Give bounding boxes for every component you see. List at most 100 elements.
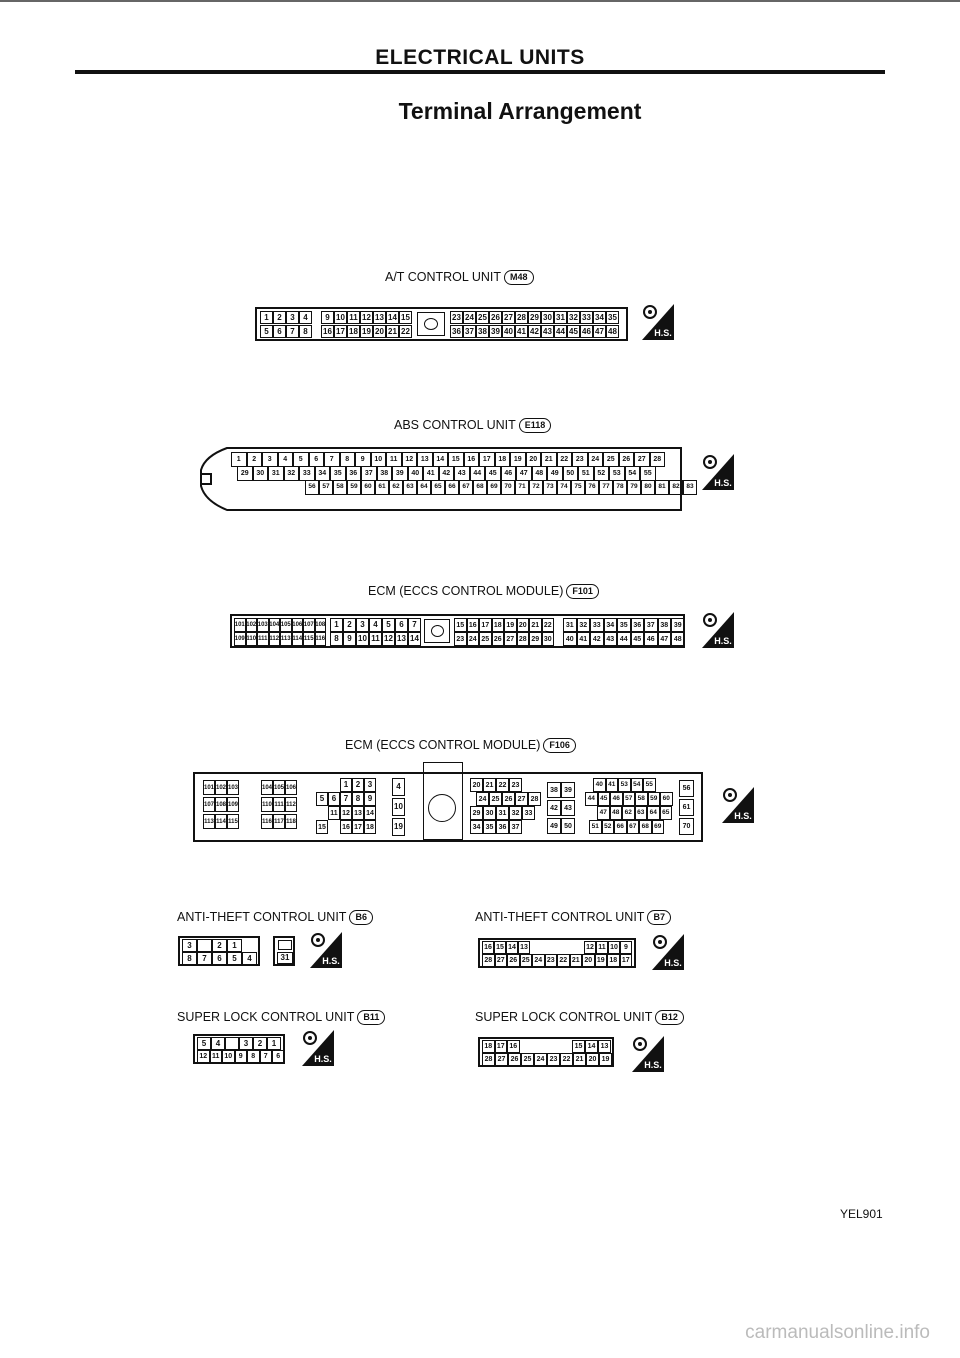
terminal-25: 25 [479, 632, 492, 646]
terminal-24: 24 [534, 1053, 547, 1066]
terminal-12: 12 [401, 452, 417, 467]
terminal-19: 19 [599, 1053, 612, 1066]
terminal-20: 20 [586, 1053, 599, 1066]
terminal-17: 17 [352, 820, 364, 834]
terminal-36: 36 [345, 466, 361, 481]
terminal-54: 54 [624, 466, 640, 481]
terminal-10: 10 [222, 1050, 235, 1063]
terminal-27: 27 [634, 452, 650, 467]
hs-label: H.S. [654, 328, 672, 338]
terminal-23: 23 [547, 1053, 560, 1066]
terminal-28: 28 [515, 311, 528, 324]
terminal-35: 35 [330, 466, 346, 481]
terminal-53: 53 [609, 466, 625, 481]
terminal-6: 6 [272, 1050, 285, 1063]
terminal-48: 48 [606, 325, 619, 338]
terminal-7: 7 [340, 792, 352, 806]
terminal-112: 112 [285, 797, 297, 812]
terminal-75: 75 [571, 480, 585, 495]
terminal-47: 47 [657, 632, 671, 646]
terminal-35: 35 [483, 820, 496, 834]
terminal-61: 61 [679, 799, 694, 816]
terminal-21: 21 [386, 325, 399, 338]
terminal-20: 20 [516, 618, 529, 632]
terminal-3: 3 [239, 1037, 253, 1050]
terminal-42: 42 [438, 466, 454, 481]
terminal-33: 33 [590, 618, 604, 632]
terminal-65: 65 [431, 480, 445, 495]
terminal-114: 114 [291, 632, 303, 646]
hs-label: H.S. [714, 478, 732, 488]
center-key-hole [424, 318, 438, 330]
terminal-35: 35 [606, 311, 619, 324]
terminal-60: 60 [660, 792, 673, 806]
terminal-106: 106 [285, 780, 297, 795]
terminal-13: 13 [518, 941, 530, 954]
terminal-5: 5 [260, 325, 273, 338]
terminal-67: 67 [459, 480, 473, 495]
terminal-1: 1 [340, 778, 352, 792]
terminal-60: 60 [361, 480, 375, 495]
terminal-7: 7 [324, 452, 340, 467]
terminal-110: 110 [245, 632, 257, 646]
terminal-64: 64 [647, 806, 660, 820]
terminal-44: 44 [617, 632, 631, 646]
terminal-79: 79 [627, 480, 641, 495]
terminal-68: 68 [473, 480, 487, 495]
terminal-26: 26 [618, 452, 634, 467]
hs-wheel-hub [708, 460, 712, 464]
terminal-58: 58 [333, 480, 347, 495]
terminal-51: 51 [578, 466, 594, 481]
terminal-2: 2 [273, 311, 286, 324]
terminal-34: 34 [470, 820, 483, 834]
terminal-111: 111 [273, 797, 285, 812]
terminal-36: 36 [450, 325, 463, 338]
terminal-27: 27 [495, 1053, 508, 1066]
terminal-16: 16 [463, 452, 479, 467]
blank-terminal [197, 939, 212, 952]
terminal-23: 23 [454, 632, 467, 646]
terminal-5: 5 [316, 792, 328, 806]
terminal-113: 113 [203, 814, 215, 829]
terminal-46: 46 [580, 325, 593, 338]
terminal-row [278, 940, 292, 950]
hs-triangle [702, 454, 734, 490]
terminal-20: 20 [470, 778, 483, 792]
terminal-40: 40 [407, 466, 423, 481]
terminal-83: 83 [683, 480, 697, 495]
terminal-35: 35 [617, 618, 631, 632]
terminal-66: 66 [445, 480, 459, 495]
terminal-15: 15 [572, 1040, 585, 1053]
terminal-10: 10 [370, 452, 386, 467]
hs-wheel [653, 935, 667, 949]
terminal-15: 15 [454, 618, 467, 632]
b6-code: B6 [349, 910, 373, 926]
terminal-10: 10 [392, 798, 405, 816]
terminal-11: 11 [328, 806, 340, 820]
terminal-58: 58 [635, 792, 648, 806]
center-key-hole [428, 794, 456, 822]
terminal-14: 14 [408, 632, 421, 646]
terminal-9: 9 [364, 792, 376, 806]
hs-wheel [703, 613, 717, 627]
terminal-52: 52 [601, 820, 614, 834]
terminal-12: 12 [584, 941, 596, 954]
